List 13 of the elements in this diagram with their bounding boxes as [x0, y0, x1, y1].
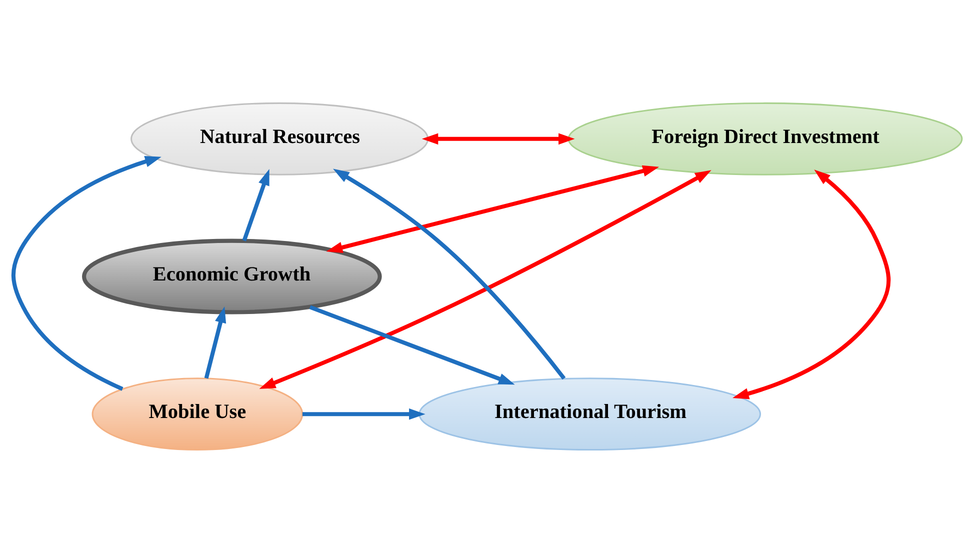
- arrow: [422, 132, 575, 144]
- arrow: [732, 169, 891, 399]
- arrow: [309, 304, 515, 384]
- node-ellipse: Economic Growth: [82, 238, 382, 314]
- node-ellipse: International Tourism: [418, 377, 761, 450]
- arrow: [12, 156, 162, 390]
- arrow: [302, 408, 426, 420]
- arrow: [242, 168, 270, 241]
- arrow: [259, 170, 712, 388]
- arrow: [326, 164, 660, 252]
- arrow: [332, 168, 566, 380]
- arrow: [204, 306, 226, 378]
- node-ellipse: Natural Resources: [130, 102, 429, 175]
